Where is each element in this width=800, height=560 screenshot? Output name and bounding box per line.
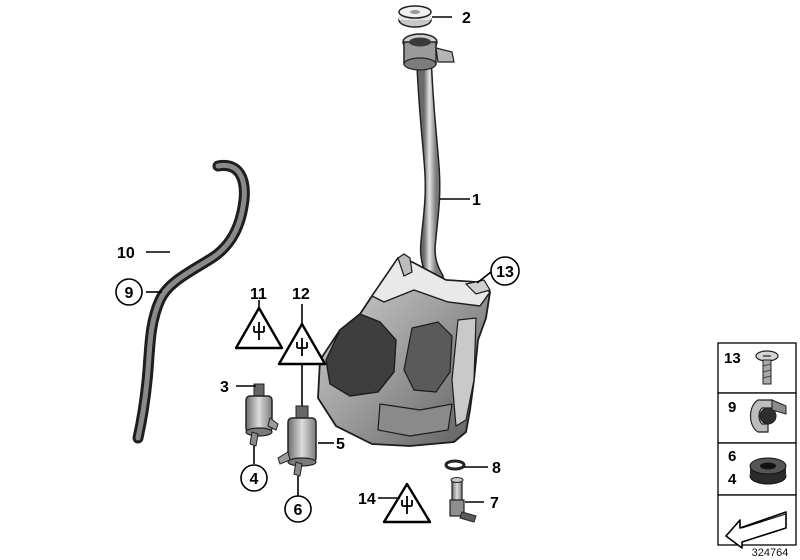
- filler-neck: [402, 33, 455, 286]
- callout-10: 10: [117, 245, 135, 262]
- electrical-warning-icon-11: [234, 306, 284, 350]
- callout-9-circle: 9: [115, 278, 143, 306]
- legend-label-13: 13: [724, 350, 741, 367]
- parts-legend: 13 9 6 4: [717, 342, 797, 549]
- callout-4: 4: [250, 471, 259, 488]
- callout-leaders: [146, 16, 492, 503]
- callout-6-circle: 6: [284, 495, 312, 523]
- callout-6: 6: [294, 502, 303, 519]
- callout-5: 5: [336, 436, 345, 453]
- callout-2: 2: [462, 10, 471, 27]
- washer-pump-left: [245, 383, 279, 447]
- washer-reservoir: [317, 253, 491, 447]
- electrical-warning-icon-12: [277, 322, 327, 366]
- callout-13: 13: [496, 264, 514, 281]
- callout-1: 1: [472, 192, 481, 209]
- legend-label-9: 9: [728, 399, 736, 416]
- callout-12: 12: [292, 286, 310, 303]
- screw-icon: [755, 350, 779, 385]
- callout-11: 11: [250, 286, 267, 303]
- filler-cap: [398, 5, 432, 28]
- legend-label-4: 4: [728, 471, 737, 488]
- legend-label-6: 6: [728, 448, 736, 465]
- callout-14: 14: [358, 491, 376, 508]
- callout-4-circle: 4: [240, 464, 268, 492]
- hose-clip-icon: [749, 399, 787, 433]
- callout-9: 9: [125, 285, 134, 302]
- grommet-icon: [749, 457, 787, 485]
- electrical-warning-icon-14: [382, 482, 432, 524]
- callout-7: 7: [490, 495, 499, 512]
- callout-8: 8: [492, 460, 501, 477]
- washer-hose: [132, 160, 250, 444]
- direction-arrow-icon: [725, 511, 787, 549]
- level-sensor: [449, 477, 477, 523]
- callout-3: 3: [220, 379, 229, 396]
- washer-pump-right: [277, 405, 317, 477]
- o-ring: [444, 459, 466, 471]
- callout-13-circle: 13: [490, 256, 520, 286]
- diagram-reference-number: 324764: [752, 547, 789, 559]
